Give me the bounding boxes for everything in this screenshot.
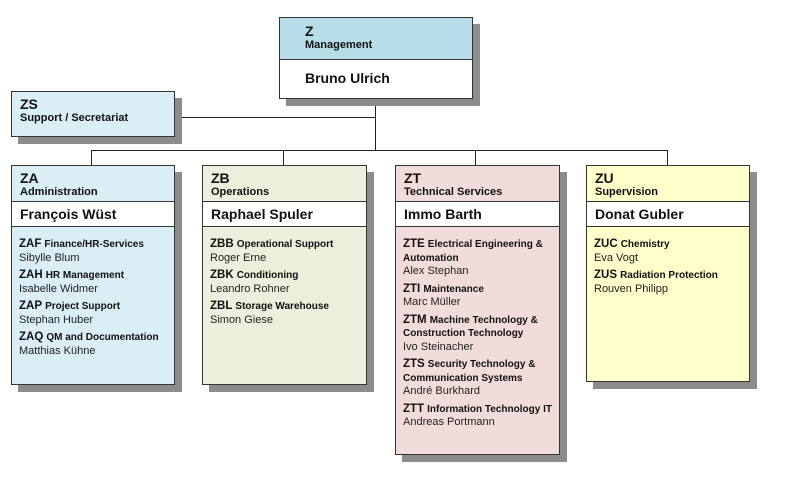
sub-unit-person: Roger Erne [210, 251, 267, 264]
unit-dept: Management [305, 39, 373, 51]
unit-dept: Supervision [595, 186, 658, 198]
sub-unit-name: Project Support [45, 301, 121, 312]
connector-zu [667, 150, 668, 165]
sub-unit-name: HR Management [45, 270, 125, 281]
unit-code: ZA [20, 170, 39, 186]
head-name: Immo Barth [395, 201, 560, 227]
connector-zt [475, 150, 476, 165]
head-name: François Wüst [11, 201, 175, 227]
unit-dept: Support / Secretariat [20, 112, 129, 124]
unit-code: ZS [20, 96, 38, 112]
sub-unit-name: Information Technology IT [427, 403, 552, 415]
sub-unit-code: ZAH [19, 269, 43, 281]
sub-unit-name: Electrical Engineering & Automation [403, 239, 543, 264]
support-box: ZS Support / Secretariat [11, 91, 175, 137]
connector-zb [283, 150, 284, 165]
sub-unit-name: Maintenance [423, 283, 484, 295]
unit-code: Z [305, 23, 314, 39]
sub-unit-name: QM and Documentation [46, 332, 159, 343]
connector-za [91, 150, 92, 165]
list-item: ZTM Machine Technology & Construction Te… [403, 314, 555, 354]
head-name: Bruno Ulrich [305, 70, 390, 86]
sub-unit-code: ZTM [403, 313, 427, 326]
list-item: ZTS Security Technology & Communication … [403, 358, 555, 398]
unit-code: ZT [404, 170, 422, 186]
sub-unit-code: ZTI [403, 282, 421, 295]
connector-staff [173, 117, 375, 118]
sub-unit-code: ZAP [19, 300, 42, 312]
sub-unit-person: Isabelle Widmer [19, 282, 98, 295]
sub-unit-person: Sibylle Blum [19, 251, 80, 264]
sub-unit-person: Matthias Kühne [19, 344, 96, 357]
sub-unit-code: ZTT [403, 402, 425, 415]
sub-unit-name: Conditioning [236, 270, 299, 281]
unit-code: ZB [211, 170, 230, 186]
sub-unit-name: Radiation Protection [620, 270, 718, 281]
sub-unit-code: ZAQ [19, 331, 44, 343]
sub-unit-person: André Burkhard [403, 385, 481, 397]
unit-code: ZU [595, 170, 614, 186]
unit-dept: Administration [20, 186, 98, 198]
sub-unit-person: Andreas Portmann [403, 416, 495, 428]
unit-dept: Technical Services [404, 186, 503, 198]
connector-horizontal [91, 150, 668, 151]
head-name: Donat Gubler [586, 201, 750, 227]
sub-unit-code: ZUS [594, 269, 617, 281]
sub-unit-person: Eva Vogt [594, 251, 639, 264]
sub-unit-code: ZTE [403, 238, 425, 250]
sub-unit-code: ZBK [210, 269, 234, 281]
sub-unit-person: Alex Stephan [403, 265, 469, 277]
sub-unit-person: Marc Müller [403, 296, 461, 308]
sub-unit-name: Chemistry [620, 239, 670, 250]
sub-unit-name: Machine Technology & Construction Techno… [403, 314, 538, 340]
sub-unit-code: ZBB [210, 238, 234, 250]
sub-unit-code: ZBL [210, 300, 233, 312]
sub-unit-code: ZTS [403, 358, 425, 370]
unit-dept: Operations [211, 186, 270, 198]
sub-unit-person: Simon Giese [210, 313, 273, 326]
sub-unit-name: Security Technology & Communication Syst… [403, 359, 536, 384]
head-name: Raphael Spuler [202, 201, 367, 227]
sub-unit-name: Operational Support [236, 239, 334, 250]
sub-unit-person: Stephan Huber [19, 313, 93, 326]
sub-unit-person: Ivo Steinacher [403, 340, 474, 353]
sub-unit-code: ZUC [594, 238, 618, 250]
sub-unit-code: ZAF [19, 238, 42, 250]
sub-unit-person: Rouven Philipp [594, 282, 668, 295]
sub-unit-person: Leandro Rohner [210, 282, 290, 295]
sub-unit-name: Finance/HR-Services [44, 239, 144, 250]
sub-unit-name: Storage Warehouse [235, 301, 329, 312]
management-box: Z Management Bruno Ulrich [279, 17, 473, 99]
connector-top-vertical [375, 97, 376, 150]
